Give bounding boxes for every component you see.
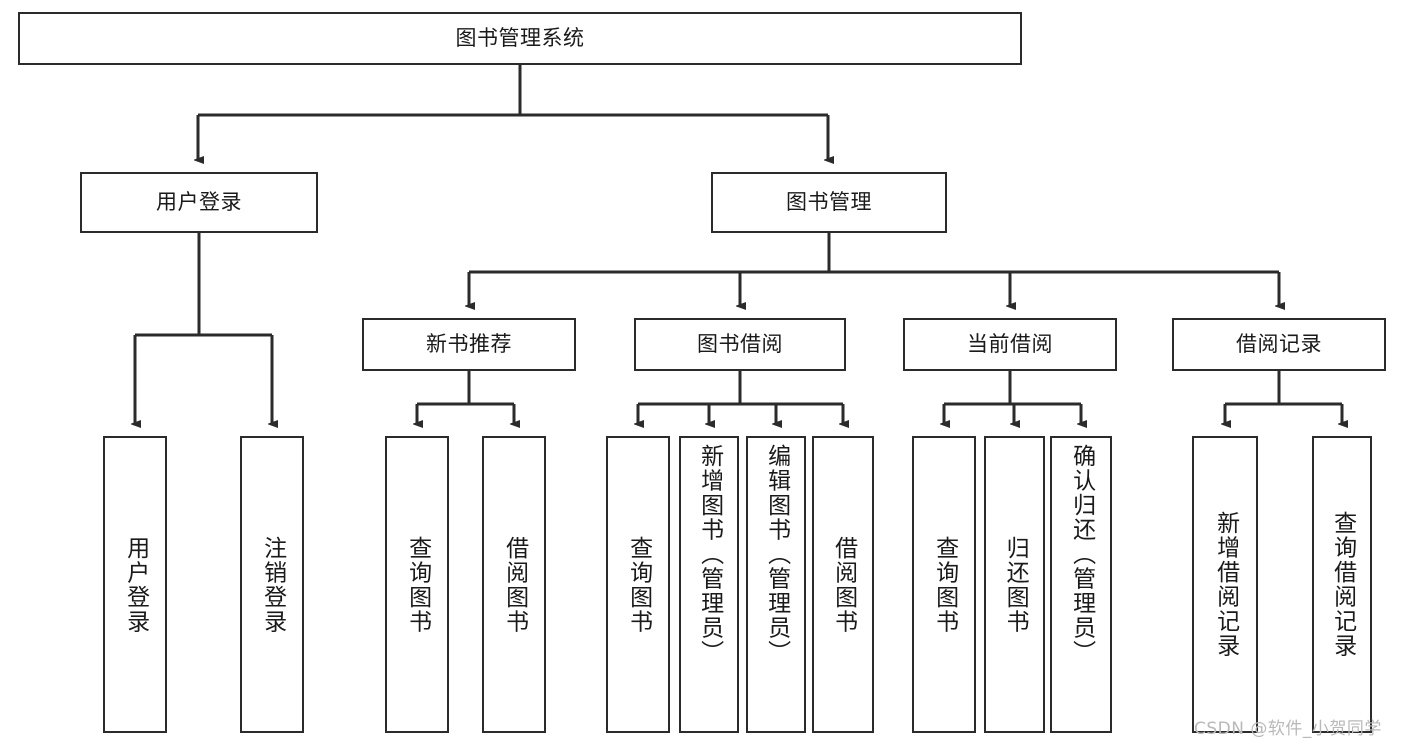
node-leaf-query-book-2-label: 查询图书	[625, 535, 652, 634]
node-book-manage[interactable]: 图书管理	[711, 172, 947, 233]
node-leaf-borrow-book-1-label: 借阅图书	[501, 535, 528, 634]
node-leaf-query-book-1-label: 查询图书	[404, 535, 431, 634]
node-leaf-return-book-label: 归还图书	[1002, 535, 1029, 634]
watermark: CSDN @软件_小贺同学	[1194, 719, 1382, 739]
node-leaf-borrow-book-1[interactable]: 借阅图书	[482, 436, 546, 733]
node-new-book-recommend-label: 新书推荐	[426, 332, 512, 357]
node-leaf-edit-book-admin-label: 编辑图书（管理员）	[763, 444, 790, 665]
node-root[interactable]: 图书管理系统	[18, 12, 1022, 65]
node-new-book-recommend[interactable]: 新书推荐	[362, 318, 576, 371]
node-borrow-record-label: 借阅记录	[1236, 332, 1322, 357]
node-leaf-query-book-3[interactable]: 查询图书	[912, 436, 976, 733]
node-leaf-query-book-1[interactable]: 查询图书	[385, 436, 449, 733]
node-book-borrow-label: 图书借阅	[697, 332, 783, 357]
node-leaf-borrow-book-2[interactable]: 借阅图书	[812, 436, 874, 733]
node-borrow-record[interactable]: 借阅记录	[1172, 318, 1386, 371]
node-leaf-return-book[interactable]: 归还图书	[984, 436, 1045, 733]
node-leaf-confirm-return-label: 确认归还（管理员）	[1068, 444, 1095, 665]
node-leaf-add-book-admin[interactable]: 新增图书（管理员）	[679, 436, 739, 733]
node-leaf-add-borrow-record-label: 新增借阅记录	[1212, 511, 1239, 658]
node-leaf-edit-book-admin[interactable]: 编辑图书（管理员）	[746, 436, 806, 733]
node-leaf-logout-login[interactable]: 注销登录	[240, 436, 304, 733]
node-book-manage-label: 图书管理	[786, 190, 872, 215]
node-leaf-borrow-book-2-label: 借阅图书	[830, 535, 857, 634]
node-book-borrow[interactable]: 图书借阅	[634, 318, 846, 371]
node-leaf-user-login[interactable]: 用户登录	[103, 436, 167, 733]
node-leaf-confirm-return[interactable]: 确认归还（管理员）	[1050, 436, 1112, 733]
node-current-borrow[interactable]: 当前借阅	[903, 318, 1117, 371]
node-leaf-query-book-2[interactable]: 查询图书	[606, 436, 670, 733]
node-leaf-logout-login-label: 注销登录	[259, 535, 286, 634]
node-leaf-query-borrow-record[interactable]: 查询借阅记录	[1312, 436, 1372, 733]
node-leaf-query-book-3-label: 查询图书	[931, 535, 958, 634]
node-user-login[interactable]: 用户登录	[80, 172, 318, 233]
node-user-login-label: 用户登录	[156, 190, 242, 215]
node-root-label: 图书管理系统	[455, 26, 585, 51]
node-leaf-query-borrow-record-label: 查询借阅记录	[1329, 511, 1356, 658]
node-leaf-add-book-admin-label: 新增图书（管理员）	[696, 444, 723, 665]
node-leaf-user-login-label: 用户登录	[122, 535, 149, 634]
node-leaf-add-borrow-record[interactable]: 新增借阅记录	[1192, 436, 1258, 733]
node-current-borrow-label: 当前借阅	[967, 332, 1053, 357]
